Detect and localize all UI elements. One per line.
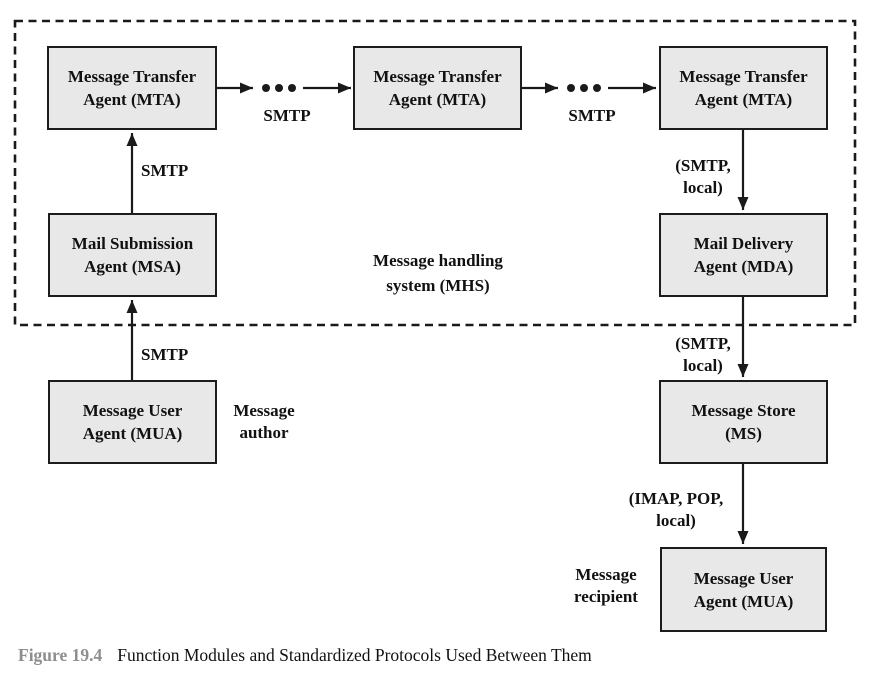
node-mta-2: Message Transfer Agent (MTA) bbox=[353, 46, 522, 130]
node-label: Agent (MTA) bbox=[388, 90, 487, 109]
node-label: Message User bbox=[693, 568, 794, 588]
node-label: Agent (MUA) bbox=[82, 424, 183, 443]
node-label: Message User bbox=[82, 401, 183, 420]
protocol-label-smtp-3: SMTP bbox=[141, 161, 189, 180]
node-label: Agent (MTA) bbox=[694, 90, 793, 109]
node-label: Agent (MTA) bbox=[83, 90, 181, 109]
figure-caption-text: Function Modules and Standardized Protoc… bbox=[117, 645, 592, 665]
protocol-label-imap-pop-local: (IMAP, POP, local) bbox=[628, 489, 724, 530]
annotation-message-recipient: Message recipient bbox=[574, 565, 638, 606]
mhs-system-label: Message handling system (MHS) bbox=[373, 251, 503, 295]
node-mta-1: Message Transfer Agent (MTA) bbox=[47, 46, 217, 130]
protocol-label-smtp-local-1: (SMTP, local) bbox=[675, 156, 731, 197]
node-mda: Mail Delivery Agent (MDA) bbox=[659, 213, 828, 297]
mhs-boundary-box bbox=[13, 19, 857, 327]
figure-caption-number: Figure 19.4 bbox=[18, 645, 103, 665]
protocol-label-smtp-1: SMTP bbox=[263, 106, 311, 125]
node-label: Message Transfer bbox=[373, 67, 502, 86]
node-ms: Message Store (MS) bbox=[659, 380, 828, 464]
ellipsis-dots-2 bbox=[567, 84, 601, 92]
node-mta-3: Message Transfer Agent (MTA) bbox=[659, 46, 828, 130]
node-label: Message Transfer bbox=[67, 67, 197, 86]
protocol-label-smtp-local-2: (SMTP, local) bbox=[675, 334, 731, 375]
figure-caption: Figure 19.4 Function Modules and Standard… bbox=[18, 645, 592, 666]
node-label: Agent (MDA) bbox=[693, 257, 794, 276]
node-mua-author: Message User Agent (MUA) bbox=[48, 380, 217, 464]
node-label: (MS) bbox=[725, 424, 762, 443]
ellipsis-dots-1 bbox=[262, 84, 296, 92]
node-label: Agent (MUA) bbox=[693, 591, 794, 611]
annotation-message-author: Message author bbox=[233, 401, 295, 442]
protocol-label-smtp-4: SMTP bbox=[141, 345, 189, 364]
node-mua-recipient: Message User Agent (MUA) bbox=[660, 547, 827, 632]
node-label: Mail Submission bbox=[71, 234, 194, 253]
node-label: Message Store bbox=[691, 401, 796, 420]
node-msa: Mail Submission Agent (MSA) bbox=[48, 213, 217, 297]
node-label: Agent (MSA) bbox=[84, 257, 181, 276]
protocol-label-smtp-2: SMTP bbox=[568, 106, 616, 125]
node-label: Mail Delivery bbox=[693, 234, 794, 253]
node-label: Message Transfer bbox=[679, 67, 808, 86]
